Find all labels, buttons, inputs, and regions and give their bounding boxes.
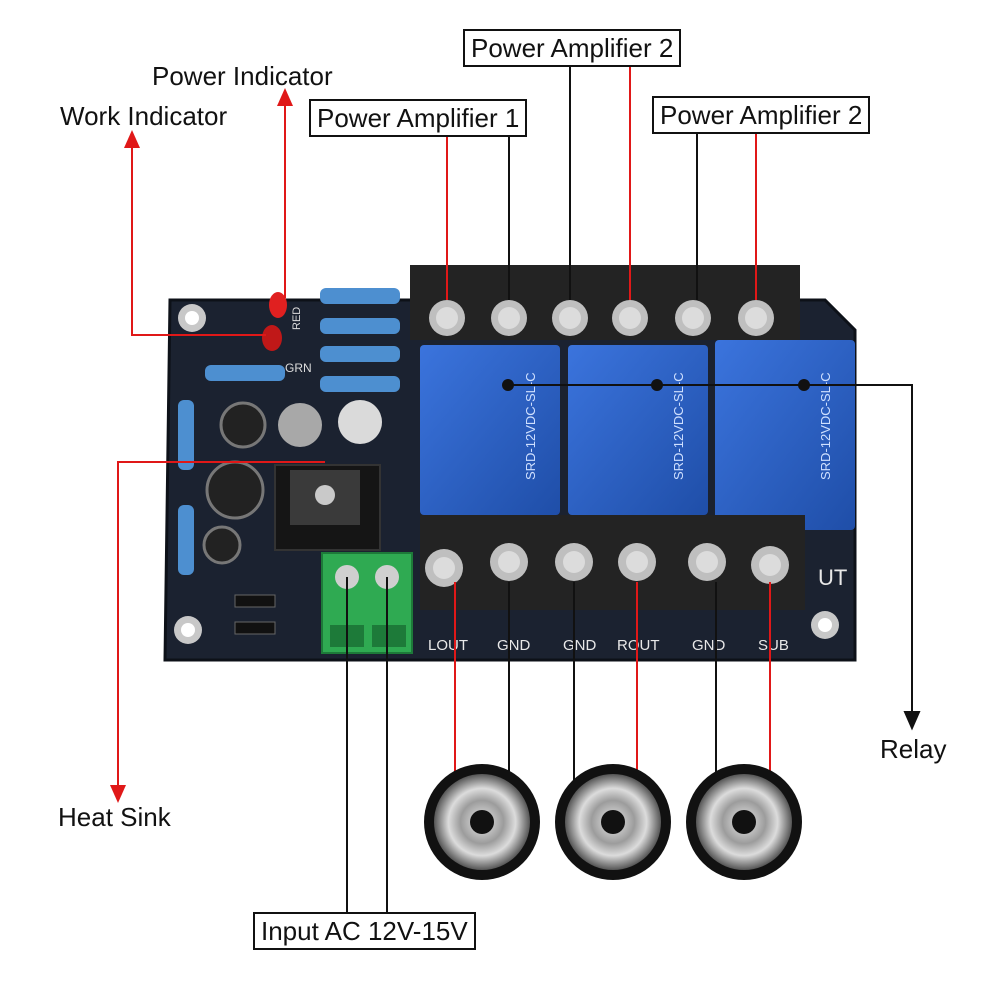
diodes [234,594,276,635]
terminal-label-lout: LOUT [428,637,468,654]
relay-text-1: SRD-12VDC-SL-C [523,372,538,480]
led-label-grn: GRN [285,361,312,375]
top-screws [429,300,774,336]
led-label-red: RED [291,307,303,330]
led-indicators [262,292,287,351]
terminal-label-gnd-2: GND [563,637,597,654]
board-edge-text: UT [818,565,847,590]
label-power-amp-2-top: Power Amplifier 2 [463,29,682,67]
speaker-right [555,764,671,880]
terminal-label-gnd-1: GND [497,637,531,654]
label-power-amp-1: Power Amplifier 1 [309,99,528,137]
top-terminal-block [410,265,800,340]
speaker-sub [686,764,802,880]
relay-text-2: SRD-12VDC-SL-C [671,372,686,480]
terminal-labels: LOUT GND GND ROUT GND SUB [428,637,789,654]
terminal-label-sub: SUB [758,637,789,654]
terminal-label-gnd-3: GND [692,637,726,654]
resistors [178,288,400,575]
bottom-terminal-block [420,515,805,610]
relay-dots [502,379,810,391]
speaker-left [424,764,540,880]
label-heat-sink: Heat Sink [58,802,171,832]
relay-text-3: SRD-12VDC-SL-C [818,372,833,480]
terminal-label-rout: ROUT [617,637,660,654]
label-relay: Relay [880,734,947,764]
annotation-lines [110,65,921,912]
ac-input-terminal [321,552,413,654]
mounting-holes [174,304,839,644]
relays [420,340,855,530]
label-power-amp-2-right: Power Amplifier 2 [652,96,871,134]
label-input-ac: Input AC 12V-15V [253,912,476,950]
heat-sink-regulator [274,464,381,551]
label-work-indicator: Work Indicator [60,101,228,131]
label-power-indicator: Power Indicator [152,61,333,91]
capacitors [202,400,382,565]
